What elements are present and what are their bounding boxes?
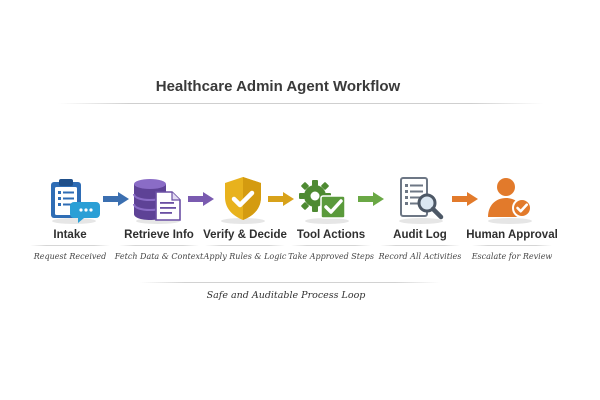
database-document-icon — [133, 179, 181, 224]
step-divider — [205, 245, 285, 246]
step-label-retrieve-info: Retrieve Info — [124, 229, 194, 241]
step-sublabel-tool-actions: Take Approved Steps — [288, 252, 374, 261]
step-divider — [119, 245, 199, 246]
step-divider — [291, 245, 371, 246]
step-sublabel-verify-decide: Apply Rules & Logic — [203, 252, 287, 261]
step-label-audit-log: Audit Log — [393, 229, 447, 241]
gear-check-icon — [299, 180, 349, 224]
flow-arrow-3 — [268, 192, 294, 206]
step-sublabel-retrieve-info: Fetch Data & Context — [114, 252, 204, 261]
step-divider — [380, 245, 460, 246]
clipboard-chat-icon — [51, 179, 100, 224]
step-label-intake: Intake — [53, 229, 87, 241]
step-label-human-approval: Human Approval — [466, 229, 558, 241]
step-sublabel-audit-log: Record All Activities — [378, 252, 462, 261]
shield-check-icon — [221, 177, 265, 224]
log-magnifier-icon — [399, 177, 444, 224]
footer-caption: Safe and Auditable Process Loop — [206, 290, 366, 301]
flow-arrow-1 — [103, 192, 129, 206]
step-divider — [30, 245, 110, 246]
step-sublabel-intake: Request Received — [33, 252, 107, 261]
footer-divider — [140, 282, 440, 283]
step-sublabel-human-approval: Escalate for Review — [471, 252, 553, 261]
flow-arrow-2 — [188, 192, 214, 206]
person-check-icon — [488, 178, 532, 224]
flow-arrow-5 — [452, 192, 478, 206]
flow-arrow-4 — [358, 192, 384, 206]
step-label-tool-actions: Tool Actions — [296, 229, 366, 241]
title-divider — [58, 103, 544, 104]
diagram-title: Healthcare Admin Agent Workflow — [155, 78, 401, 95]
step-divider — [472, 245, 552, 246]
step-label-verify-decide: Verify & Decide — [203, 229, 287, 241]
